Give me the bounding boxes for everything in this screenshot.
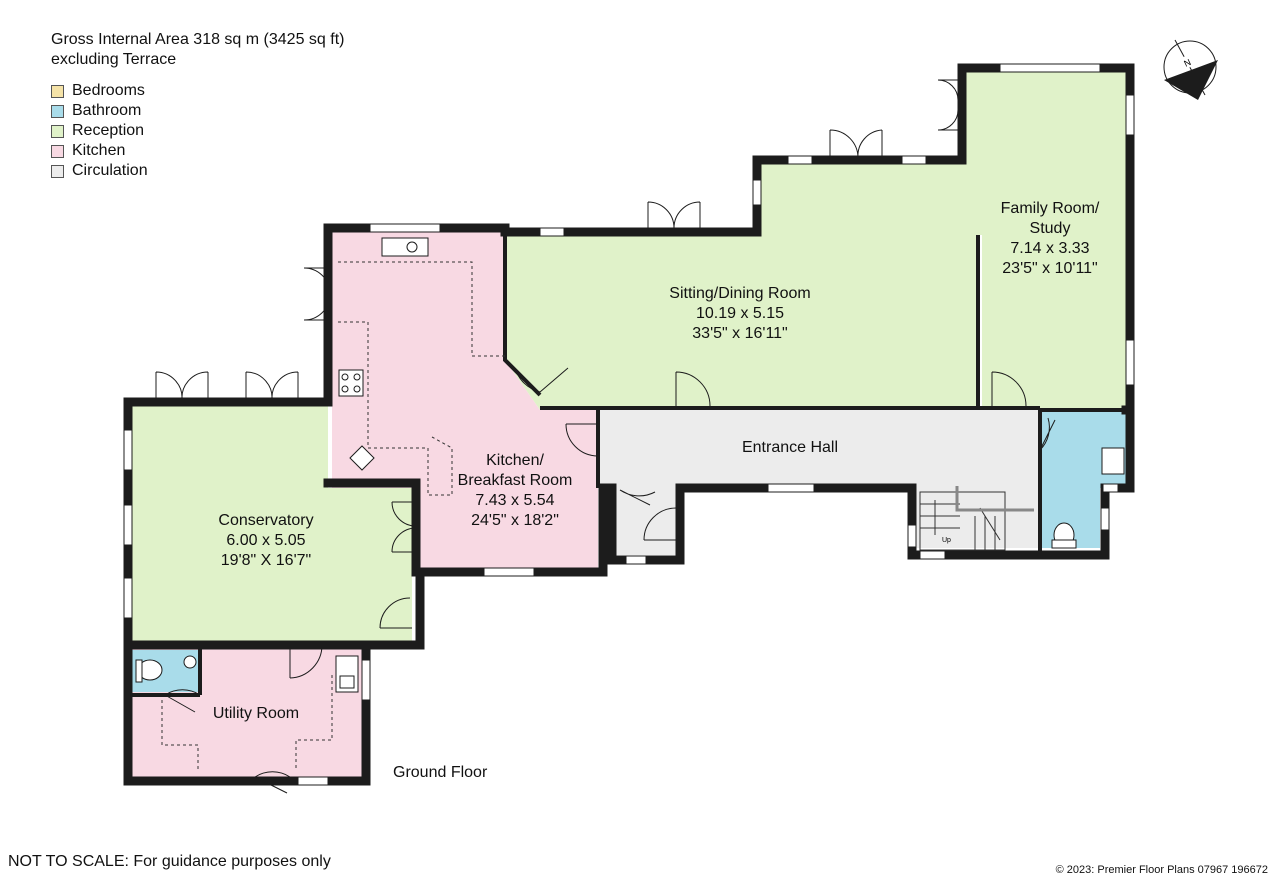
terrace-line: excluding Terrace xyxy=(51,51,177,68)
family-room-label: Family Room/ Study 7.14 x 3.33 23'5" x 1… xyxy=(980,199,1120,279)
room-metric: 7.43 x 5.54 xyxy=(475,492,555,509)
room-name: Sitting/Dining Room xyxy=(669,285,811,302)
room-metric: 6.00 x 5.05 xyxy=(226,532,306,549)
sitting-room-fill xyxy=(505,160,978,410)
hob-icon xyxy=(338,369,364,397)
walls xyxy=(123,63,1135,786)
legend-item-bedrooms: Bedrooms xyxy=(51,81,148,101)
legend-swatch xyxy=(51,144,64,158)
legend-label: Circulation xyxy=(72,162,148,179)
hall-fill xyxy=(598,410,1040,555)
room-name: Conservatory xyxy=(218,512,314,529)
sitting-room-label: Sitting/Dining Room 10.19 x 5.15 33'5" x… xyxy=(640,284,840,344)
kitchen-units xyxy=(161,261,505,770)
room-fills xyxy=(132,72,1126,777)
legend: Bedrooms Bathroom Reception Kitchen Circ… xyxy=(51,81,148,181)
room-name: Study xyxy=(1029,220,1071,237)
room-imperial: 19'8" X 16'7" xyxy=(220,552,312,569)
legend-item-kitchen: Kitchen xyxy=(51,141,148,161)
legend-item-circulation: Circulation xyxy=(51,161,148,181)
legend-label: Reception xyxy=(72,122,145,139)
room-metric: 10.19 x 5.15 xyxy=(695,305,785,322)
family-room-fill xyxy=(962,72,1126,410)
legend-swatch xyxy=(51,104,64,118)
legend-label: Bathroom xyxy=(72,102,142,119)
conservatory-fill xyxy=(132,402,412,645)
compass-icon: N xyxy=(1163,39,1218,100)
interior-walls xyxy=(132,232,1126,697)
stairs-up-label: Up xyxy=(942,537,951,544)
windows xyxy=(123,63,1135,786)
room-metric: 7.14 x 3.33 xyxy=(1010,240,1090,257)
room-name: Utility Room xyxy=(212,705,300,722)
corner-sink-icon xyxy=(349,445,375,471)
room-imperial: 24'5" x 18'2" xyxy=(471,512,559,529)
legend-item-bathroom: Bathroom xyxy=(51,101,148,121)
compass-label: N xyxy=(1182,57,1192,69)
legend-swatch xyxy=(51,84,64,98)
room-name: Entrance Hall xyxy=(741,439,839,456)
legend-label: Bedrooms xyxy=(72,82,145,99)
legend-label: Kitchen xyxy=(72,142,126,159)
legend-swatch xyxy=(51,164,64,178)
legend-swatch xyxy=(51,124,64,138)
room-name: Family Room/ xyxy=(1000,200,1100,217)
basin-icon xyxy=(1101,447,1125,475)
entrance-hall-label: Entrance Hall xyxy=(720,438,860,458)
floor-label: Ground Floor xyxy=(393,764,488,781)
stairs xyxy=(919,486,1034,551)
bathroom-fill xyxy=(1040,410,1126,548)
doors xyxy=(155,79,1056,794)
gross-area-line: Gross Internal Area 318 sq m (3425 sq ft… xyxy=(51,31,345,48)
legend-item-reception: Reception xyxy=(51,121,148,141)
room-imperial: 33'5" x 16'11" xyxy=(692,325,788,342)
disclaimer: NOT TO SCALE: For guidance purposes only xyxy=(8,853,331,870)
kitchen-sink-icon xyxy=(381,237,429,257)
copyright: © 2023: Premier Floor Plans 07967 196672 xyxy=(1055,864,1268,876)
kitchen-label: Kitchen/ Breakfast Room 7.43 x 5.54 24'5… xyxy=(440,451,590,531)
conservatory-label: Conservatory 6.00 x 5.05 19'8" X 16'7" xyxy=(196,511,336,571)
utility-room-label: Utility Room xyxy=(196,704,316,724)
room-imperial: 23'5" x 10'11" xyxy=(1002,260,1098,277)
room-name: Kitchen/ xyxy=(486,452,544,469)
room-name: Breakfast Room xyxy=(457,472,573,489)
fixtures xyxy=(135,237,1125,693)
